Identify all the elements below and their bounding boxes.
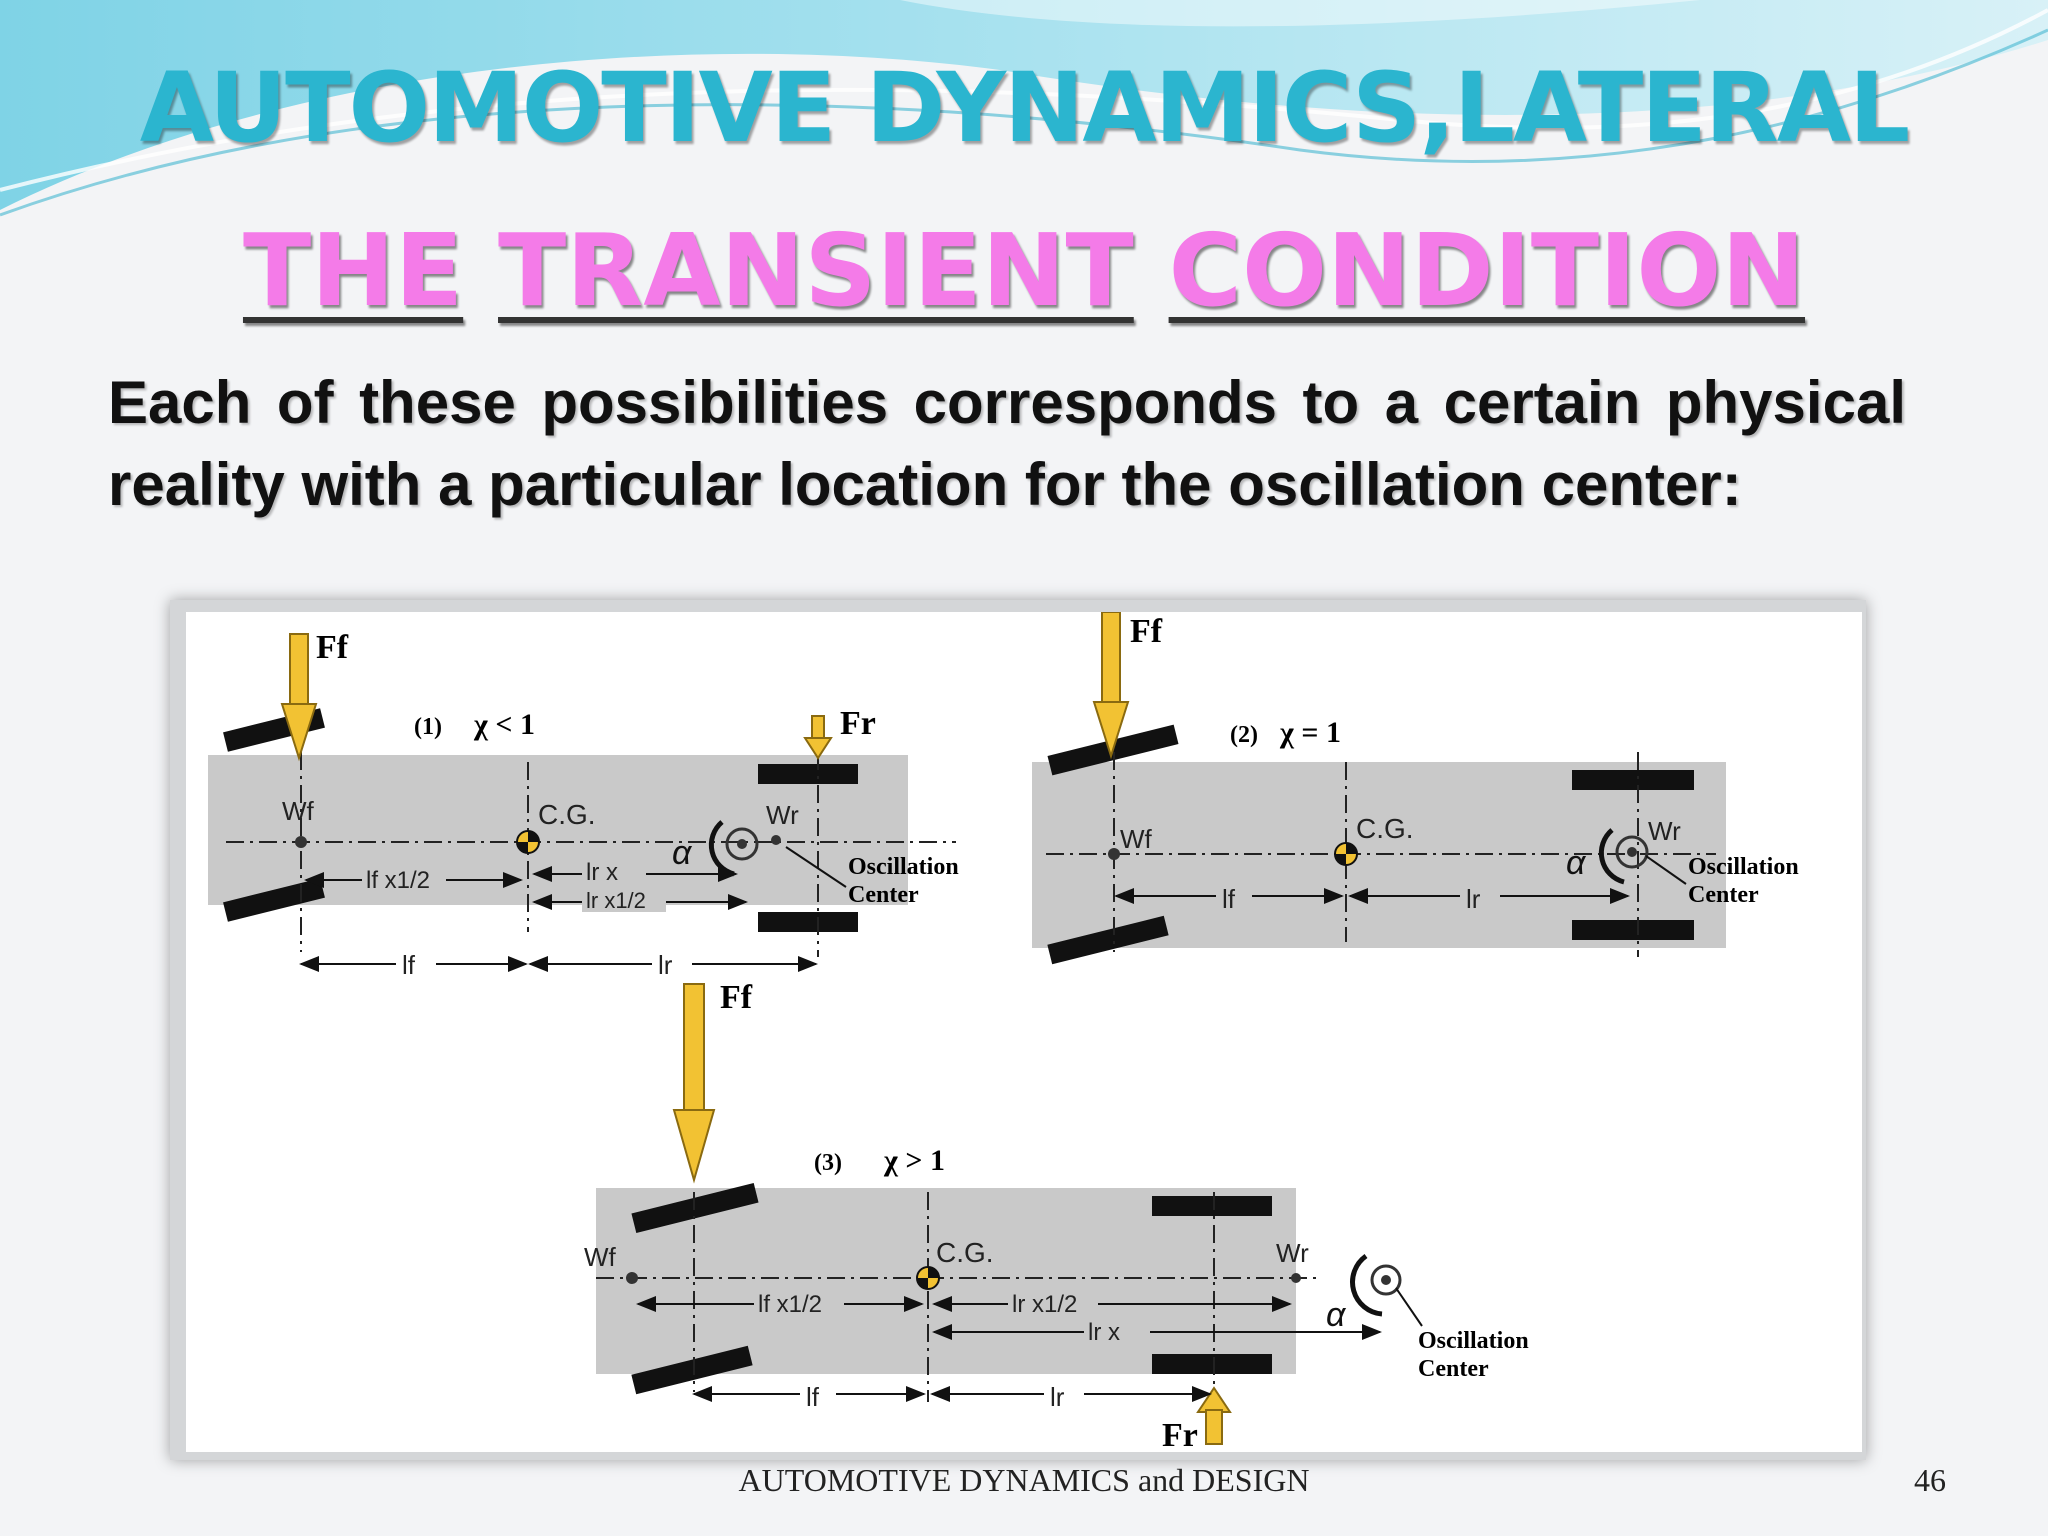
rear-tire-right-2 (1572, 920, 1694, 940)
body-paragraph: Each of these possibilities corresponds … (108, 369, 1906, 518)
rear-weight-label-3: Wr (1276, 1238, 1309, 1268)
case-label-2: (2) (1230, 722, 1258, 748)
oscillation-label-2b: Center (1688, 882, 1759, 908)
front-force-arrow-3 (672, 1109, 716, 1184)
oscillation-center-3 (1370, 1264, 1402, 1296)
rear-tire-right-3 (1152, 1354, 1272, 1374)
dim-lr-chi-half-3: lr x1/2 (1012, 1291, 1077, 1318)
case-label-3: (3) (814, 1150, 842, 1176)
dim-lr-3: lr (1050, 1382, 1065, 1412)
rear-tire-left-2 (1572, 770, 1694, 790)
rear-force-label-3: Fr (1162, 1417, 1198, 1452)
front-force-label-1: Ff (316, 629, 349, 666)
slide-subtitle: THE TRANSIENT CONDITION (0, 212, 2048, 329)
oscillation-label-3b: Center (1418, 1356, 1489, 1382)
panel-2: Ff (2) χ = 1 Wf C.G. Wr α Oscillation Ce… (1032, 611, 1799, 965)
panel-1: Ff Fr (1) χ < 1 Wf C.G. Wr α Oscillation… (208, 629, 959, 980)
oscillation-center-1 (725, 827, 759, 861)
rear-weight-label-1: Wr (766, 800, 799, 830)
rear-tire-left-1 (758, 764, 858, 784)
cg-label-2: C.G. (1356, 813, 1414, 844)
front-tire-right-1 (223, 878, 325, 922)
diagram-svg: Ff Fr (1) χ < 1 Wf C.G. Wr α Oscillation… (208, 611, 1799, 1454)
alpha-label-2: α (1566, 844, 1587, 882)
rear-weight-label-2: Wr (1648, 816, 1681, 846)
dim-lf-3: lf (806, 1382, 820, 1412)
front-tire-right-3 (631, 1345, 753, 1395)
oscillation-label-3a: Oscillation (1418, 1328, 1529, 1354)
dim-lf-2: lf (1222, 884, 1236, 914)
alpha-label-3: α (1326, 1296, 1347, 1334)
condition-label-2: χ = 1 (1279, 716, 1341, 749)
rear-force-arrow-1 (803, 737, 833, 760)
page-number: 46 (1914, 1462, 1946, 1498)
vehicle-body-3 (596, 1188, 1296, 1374)
oscillation-center-2 (1615, 835, 1649, 869)
front-force-arrow-2 (1092, 701, 1130, 760)
oscillation-center-figure: Ff Fr (1) χ < 1 Wf C.G. Wr α Oscillation… (186, 611, 1862, 1454)
rear-tire-left-3 (1152, 1196, 1272, 1216)
condition-label-3: χ > 1 (883, 1144, 945, 1177)
condition-label-1: χ < 1 (473, 708, 535, 741)
dim-lf-chi-half-3: lf x1/2 (758, 1291, 822, 1318)
oscillation-label-1a: Oscillation (848, 854, 959, 880)
dim-lf-chi-half-1: lf x1/2 (366, 867, 430, 894)
front-weight-label-3: Wf (584, 1242, 617, 1272)
dim-lr-chi-3: lr x (1088, 1319, 1120, 1346)
rear-force-arrow-3 (1196, 1386, 1232, 1413)
dim-lr-chi-half-1: lr x1/2 (586, 888, 646, 913)
dim-lr-1: lr (658, 950, 673, 980)
footer-text: AUTOMOTIVE DYNAMICS and DESIGN (738, 1462, 1310, 1498)
front-tire-right-2 (1047, 915, 1169, 965)
front-force-label-3: Ff (720, 979, 753, 1016)
panel-3: Ff Fr (3) χ > 1 Wf C.G. Wr α Oscillation… (584, 979, 1529, 1454)
oscillation-label-2a: Oscillation (1688, 854, 1799, 880)
background-wave (0, 0, 2048, 217)
case-label-1: (1) (414, 714, 442, 740)
subtitle-word-transient: TRANSIENT (498, 212, 1134, 329)
front-force-arrow-1 (280, 703, 318, 762)
dim-lr-chi-1: lr x (586, 859, 618, 886)
front-weight-label-2: Wf (1120, 824, 1153, 854)
rear-tire-right-1 (758, 912, 858, 932)
oscillation-label-1b: Center (848, 882, 919, 908)
alpha-label-1: α (672, 834, 693, 872)
subtitle-word-condition: CONDITION (1168, 212, 1806, 329)
rear-force-label-1: Fr (840, 705, 876, 742)
slide-title: AUTOMOTIVE DYNAMICS,LATERAL (139, 52, 1910, 164)
cg-label-3: C.G. (936, 1237, 994, 1268)
front-weight-label-1: Wf (282, 796, 315, 826)
front-force-label-2: Ff (1130, 613, 1163, 650)
cg-label-1: C.G. (538, 799, 596, 830)
subtitle-word-the: THE (242, 212, 464, 329)
dim-lr-2: lr (1466, 884, 1481, 914)
dim-lf-1: lf (402, 950, 416, 980)
